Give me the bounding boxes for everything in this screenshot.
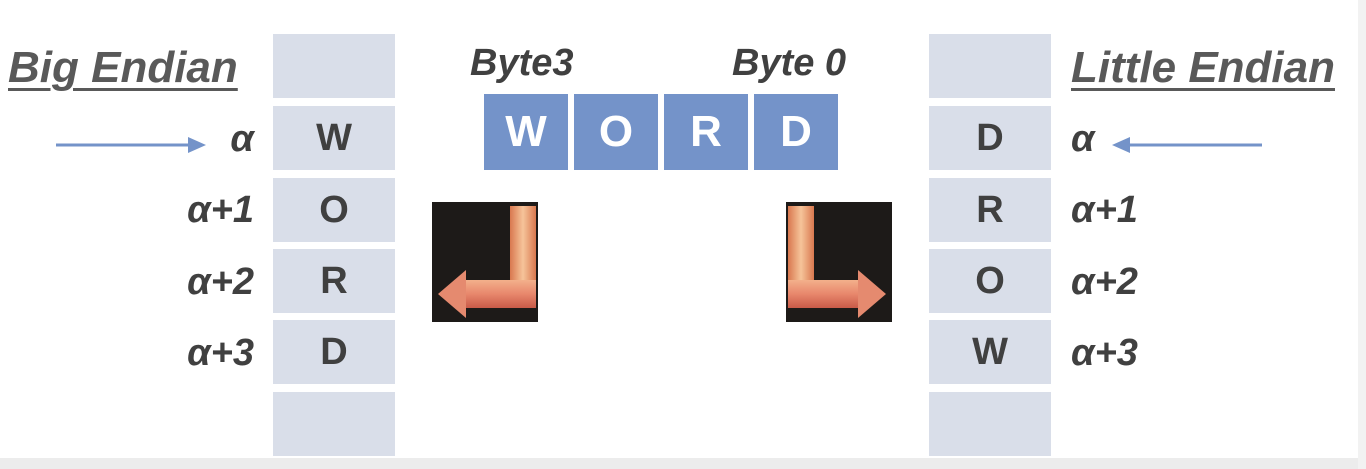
- address-label: α+2: [187, 261, 254, 303]
- memory-cell: W: [929, 320, 1051, 384]
- memory-cell: [273, 392, 395, 456]
- byte3-label: Byte3: [470, 42, 574, 84]
- down-left-arrow-icon: [432, 202, 538, 322]
- address-label: α: [1071, 118, 1095, 160]
- memory-cell: O: [273, 178, 395, 242]
- address-label: α+3: [1071, 332, 1138, 374]
- down-right-arrow-icon: [786, 202, 892, 322]
- memory-cell: [929, 34, 1051, 98]
- address-label: α+3: [187, 332, 254, 374]
- memory-cell: [929, 392, 1051, 456]
- memory-cell: D: [273, 320, 395, 384]
- word-byte-box: W: [484, 94, 568, 170]
- word-byte-box: R: [664, 94, 748, 170]
- address-label: α+1: [1071, 189, 1138, 231]
- word-byte-box: O: [574, 94, 658, 170]
- address-label: α+2: [1071, 261, 1138, 303]
- memory-cell: O: [929, 249, 1051, 313]
- arrow-icon: [1112, 137, 1262, 153]
- right-edge: [1358, 0, 1366, 469]
- arrow-icon: [56, 137, 206, 153]
- little-endian-title: Little Endian: [1071, 43, 1335, 92]
- address-label: α+1: [187, 189, 254, 231]
- memory-cell: R: [273, 249, 395, 313]
- memory-cell: W: [273, 106, 395, 170]
- big-endian-title: Big Endian: [8, 43, 238, 92]
- memory-cell: [273, 34, 395, 98]
- word-byte-box: D: [754, 94, 838, 170]
- memory-cell: D: [929, 106, 1051, 170]
- bottom-band: [0, 458, 1366, 469]
- memory-cell: R: [929, 178, 1051, 242]
- address-label: α: [230, 118, 254, 160]
- byte0-label: Byte 0: [732, 42, 847, 84]
